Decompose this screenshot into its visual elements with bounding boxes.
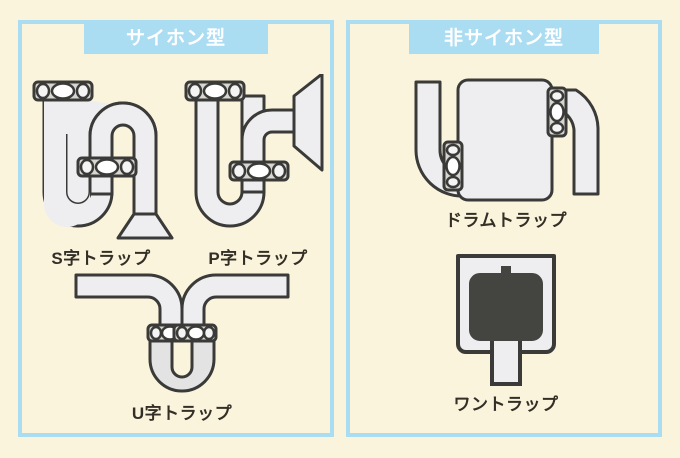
drum-trap-icon: [414, 78, 600, 202]
panel-nonsiphon-header: 非サイホン型: [409, 23, 599, 54]
trap-item-u-trap: U字トラップ: [62, 269, 302, 424]
joint-nut-icon: [32, 80, 94, 102]
trap-item-wan-trap: ワントラップ: [396, 252, 616, 415]
panel-siphon: サイホン型: [18, 20, 334, 437]
trap-label-drum-trap: ドラムトラップ: [445, 211, 567, 230]
joint-nut-icon: [228, 160, 290, 182]
trap-label-s-trap: S字トラップ: [51, 249, 151, 268]
joint-nut-icon: [172, 323, 218, 343]
joint-nut-icon: [442, 140, 464, 192]
joint-nut-icon: [76, 156, 138, 178]
panel-nonsiphon: 非サイホン型: [346, 20, 662, 437]
u-trap-icon: [74, 273, 290, 393]
trap-label-u-trap: U字トラップ: [131, 404, 233, 423]
trap-item-p-trap: P字トラップ: [182, 74, 334, 269]
joint-nut-icon: [546, 86, 568, 138]
p-trap-icon: [184, 74, 324, 228]
trap-item-s-trap: S字トラップ: [26, 74, 176, 269]
trap-label-wan-trap: ワントラップ: [453, 395, 559, 414]
panel-siphon-header: サイホン型: [84, 23, 268, 54]
joint-nut-icon: [184, 80, 246, 102]
trap-item-drum-trap: ドラムトラップ: [378, 76, 634, 231]
wan-trap-icon: [456, 254, 556, 386]
trap-label-p-trap: P字トラップ: [208, 249, 308, 268]
s-trap-icon: [32, 80, 174, 240]
